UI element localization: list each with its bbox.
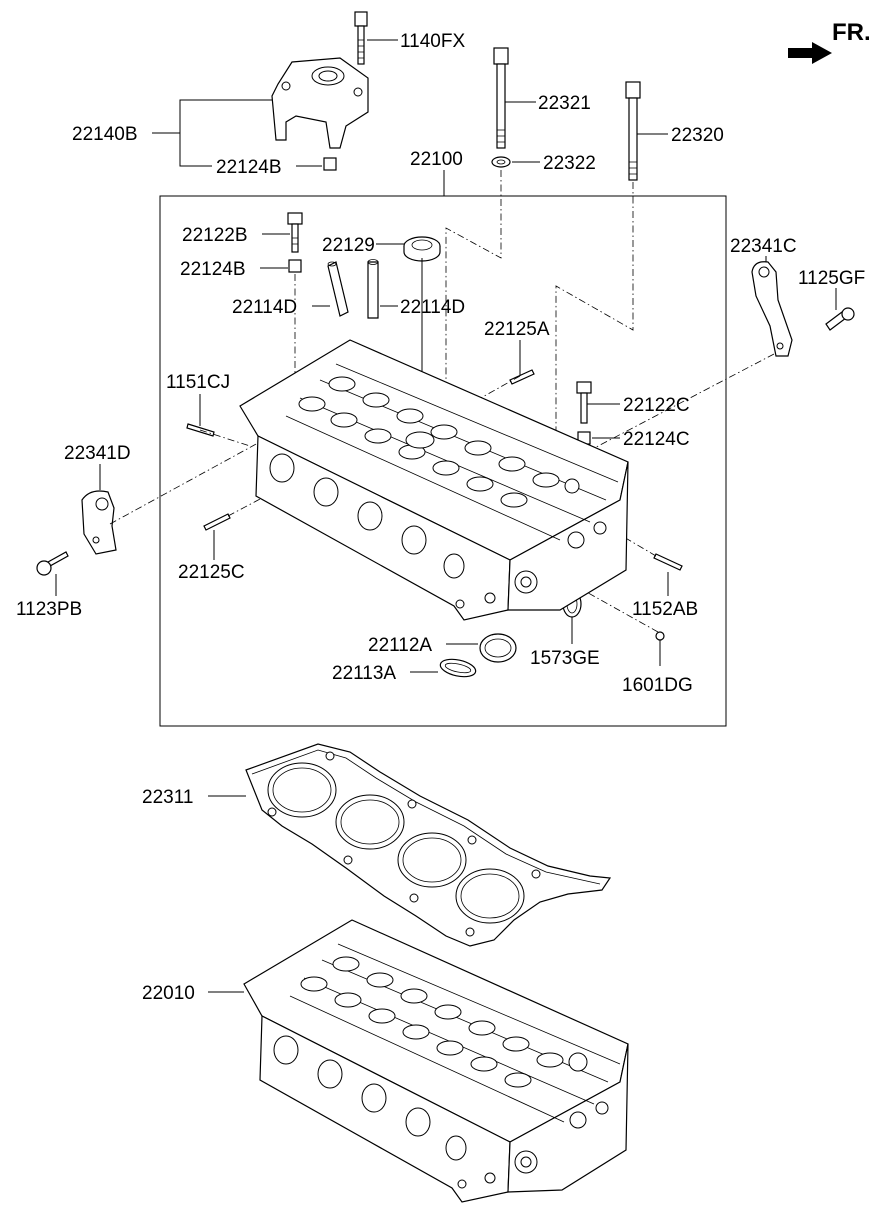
- label-1152ab: 1152AB: [632, 599, 698, 620]
- label-22112a: 22112A: [368, 635, 432, 656]
- label-1125gf: 1125GF: [798, 268, 865, 289]
- tube-22114d-right: [367, 259, 379, 319]
- plug-1601dg: [655, 631, 665, 641]
- tube-22114d-left: [327, 261, 349, 317]
- housing-22140b: [271, 57, 369, 149]
- bracket-22341d: [81, 490, 117, 555]
- washer-22322: [491, 156, 511, 168]
- head-bolt-22321: [493, 47, 509, 149]
- label-22122c: 22122C: [623, 395, 690, 416]
- label-22114d-right: 22114D: [400, 297, 465, 318]
- bolt-1123pb: [36, 551, 69, 576]
- label-22311: 22311: [142, 787, 193, 808]
- label-1151cj: 1151CJ: [166, 372, 230, 393]
- label-22010: 22010: [142, 983, 195, 1004]
- stud-1152ab: [653, 553, 683, 571]
- stud-22125a: [509, 369, 535, 385]
- bolt-22122c: [576, 381, 592, 424]
- label-22321: 22321: [538, 93, 591, 114]
- label-22320: 22320: [671, 125, 724, 146]
- gasket-22113a: [439, 658, 477, 678]
- label-22113a: 22113A: [332, 663, 396, 684]
- cylinder-head-assembly: [239, 339, 629, 621]
- label-22322: 22322: [543, 153, 596, 174]
- label-22100: 22100: [410, 149, 463, 170]
- dowel-22124b-top: [323, 157, 337, 171]
- label-22124b: 22124B: [180, 259, 246, 280]
- label-22125c: 22125C: [178, 562, 245, 583]
- bolt-1140fx: [354, 11, 368, 65]
- label-22140b: 22140B: [72, 124, 138, 145]
- front-direction-label: FR.: [832, 19, 871, 46]
- label-22124b-top: 22124B: [216, 157, 282, 178]
- label-1573ge: 1573GE: [530, 648, 600, 669]
- label-1601dg: 1601DG: [622, 675, 693, 696]
- bracket-22341c: [751, 261, 793, 357]
- label-22114d-left: 22114D: [232, 297, 297, 318]
- cylinder-head-22010: [243, 919, 629, 1203]
- label-22341d: 22341D: [64, 443, 131, 464]
- label-22122b: 22122B: [182, 225, 248, 246]
- label-22129: 22129: [322, 235, 375, 256]
- dowel-22124b: [288, 259, 302, 273]
- bolt-1125gf: [825, 307, 855, 331]
- assembly-frame: [159, 195, 727, 727]
- head-bolt-22320: [625, 81, 641, 181]
- label-1140fx: 1140FX: [400, 31, 465, 52]
- label-22341c: 22341C: [730, 236, 797, 257]
- oring-22112a: [479, 633, 517, 663]
- head-gasket-22311: [245, 743, 612, 947]
- label-22124c: 22124C: [623, 429, 690, 450]
- bolt-22122b: [287, 212, 303, 253]
- label-1123pb: 1123PB: [16, 599, 82, 620]
- stud-22125c: [203, 513, 231, 531]
- plug-22129: [403, 236, 441, 262]
- label-22125a: 22125A: [484, 319, 550, 340]
- front-direction-arrow-icon: [788, 42, 832, 64]
